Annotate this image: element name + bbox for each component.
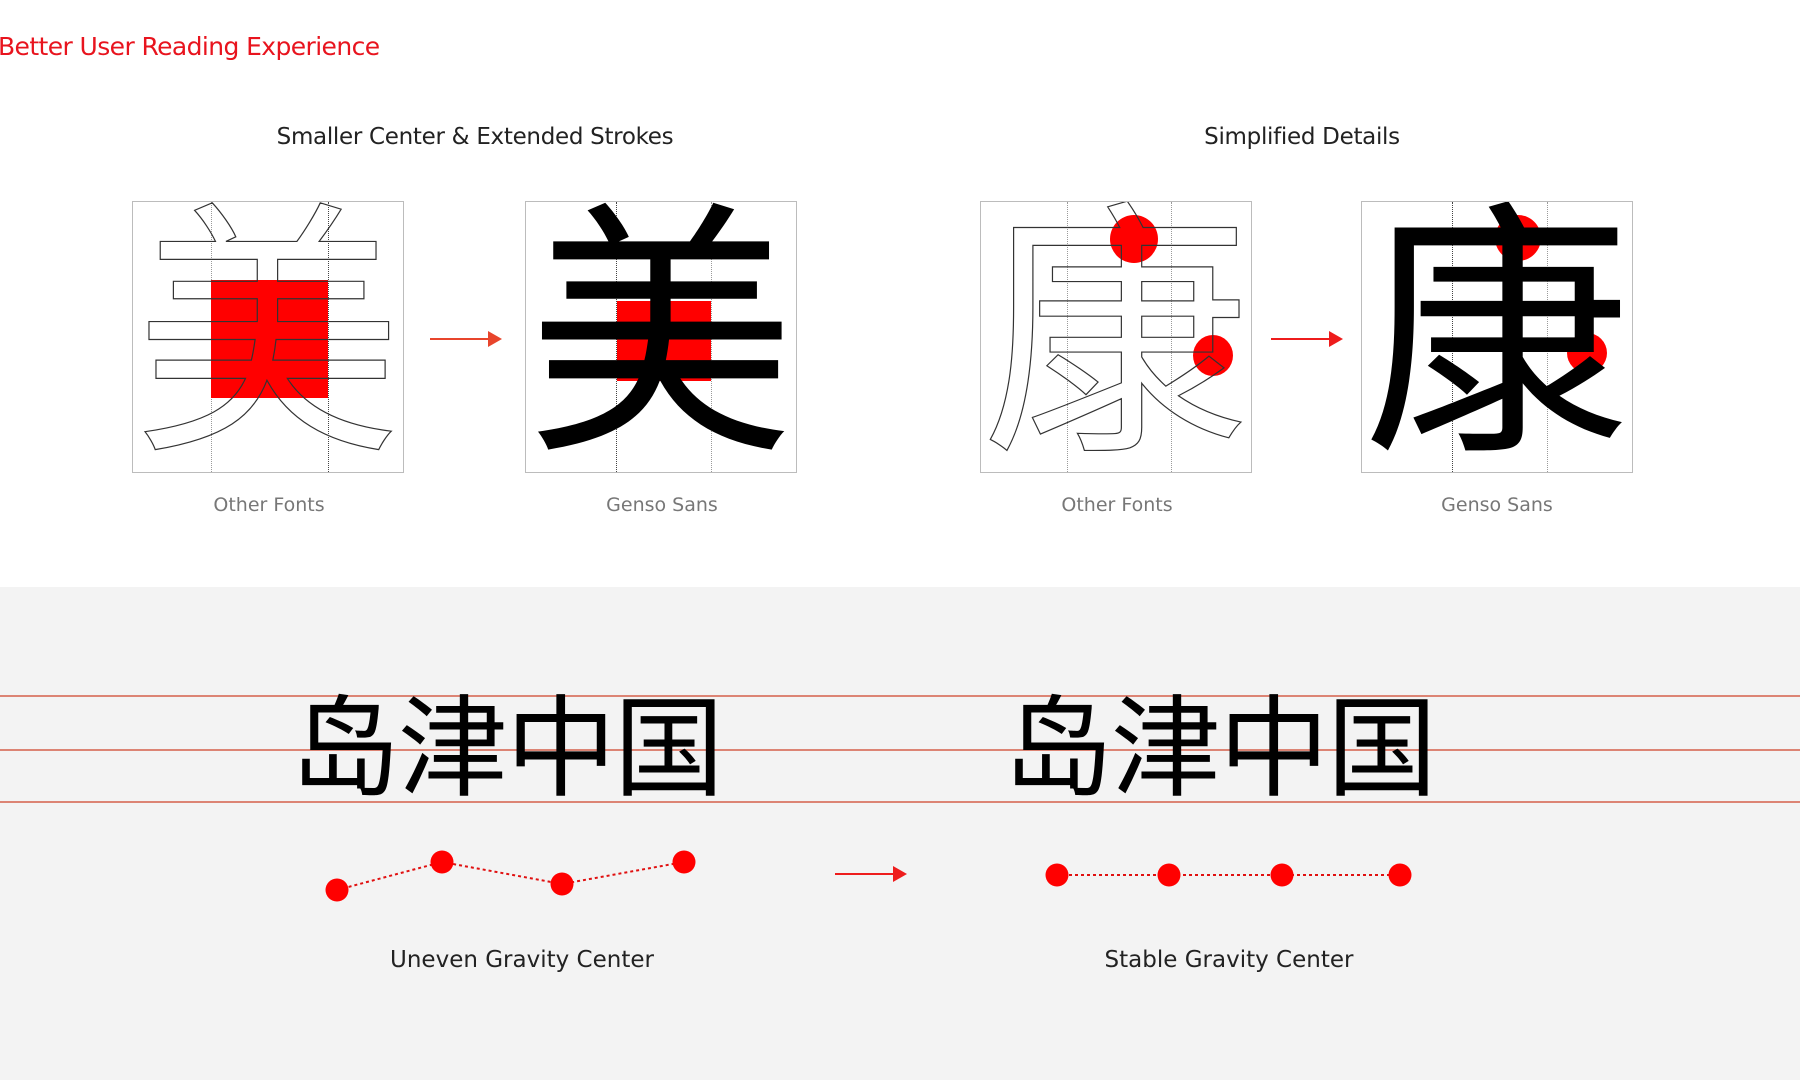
guide-line bbox=[1171, 202, 1172, 472]
sample-char: 中 bbox=[506, 685, 616, 813]
guide-line bbox=[1452, 202, 1453, 472]
glyph-box-genso-sans-mei: 美 bbox=[525, 201, 797, 473]
gravity-point bbox=[325, 878, 349, 902]
gravity-point bbox=[1270, 863, 1294, 887]
glyph-mei-solid: 美 bbox=[527, 201, 795, 473]
arrow-right-icon bbox=[835, 866, 907, 882]
sample-char: 国 bbox=[1327, 685, 1437, 813]
caption-uneven-gravity: Uneven Gravity Center bbox=[390, 947, 654, 973]
sample-text-genso-sans: 岛 津 中 国 bbox=[1003, 685, 1437, 813]
section-title-details: Simplified Details bbox=[1204, 124, 1400, 150]
label-other-fonts: Other Fonts bbox=[213, 494, 325, 516]
detail-highlight-dot bbox=[1567, 333, 1607, 373]
sample-text-other-font: 岛 津 中 国 bbox=[290, 685, 724, 813]
guide-line bbox=[711, 202, 712, 472]
baseline-guide-top bbox=[0, 695, 1800, 697]
glyph-kang-solid: 康 bbox=[1363, 201, 1631, 473]
guide-line bbox=[616, 202, 617, 472]
gravity-point bbox=[1388, 863, 1412, 887]
page-title: Better User Reading Experience bbox=[0, 32, 380, 61]
detail-highlight-dot bbox=[1110, 215, 1158, 263]
baseline-guide-bottom bbox=[0, 801, 1800, 803]
gravity-point bbox=[1157, 863, 1181, 887]
glyph-mei-outline: 美 bbox=[133, 201, 402, 473]
label-genso-sans: Genso Sans bbox=[606, 494, 718, 516]
center-highlight bbox=[211, 280, 328, 398]
arrow-right-icon bbox=[1271, 331, 1343, 347]
glyph-box-other-fonts-kang: 康 bbox=[980, 201, 1252, 473]
sample-char: 岛 bbox=[290, 685, 400, 813]
glyph-box-other-fonts-mei: 美 bbox=[132, 201, 404, 473]
arrow-right-icon bbox=[430, 331, 502, 347]
gravity-point bbox=[550, 872, 574, 896]
sample-char: 岛 bbox=[1003, 685, 1113, 813]
sample-char: 津 bbox=[1111, 685, 1221, 813]
caption-stable-gravity: Stable Gravity Center bbox=[1104, 947, 1354, 973]
sample-char: 津 bbox=[398, 685, 508, 813]
detail-highlight-dot bbox=[1193, 335, 1233, 376]
guide-line bbox=[1067, 202, 1068, 472]
sample-char: 中 bbox=[1219, 685, 1329, 813]
gravity-point bbox=[672, 850, 696, 874]
glyph-box-genso-sans-kang: 康 bbox=[1361, 201, 1633, 473]
glyph-kang-outline: 康 bbox=[981, 201, 1250, 473]
sample-char: 国 bbox=[614, 685, 724, 813]
gravity-point bbox=[1045, 863, 1069, 887]
guide-line bbox=[328, 202, 329, 472]
detail-highlight-dot bbox=[1495, 215, 1541, 261]
label-other-fonts: Other Fonts bbox=[1061, 494, 1173, 516]
section-title-strokes: Smaller Center & Extended Strokes bbox=[276, 124, 674, 150]
center-highlight bbox=[617, 301, 711, 381]
gravity-point bbox=[430, 850, 454, 874]
guide-line bbox=[1547, 202, 1548, 472]
baseline-guide-middle bbox=[0, 749, 1800, 751]
gravity-center-panel bbox=[0, 587, 1800, 1080]
label-genso-sans: Genso Sans bbox=[1441, 494, 1553, 516]
